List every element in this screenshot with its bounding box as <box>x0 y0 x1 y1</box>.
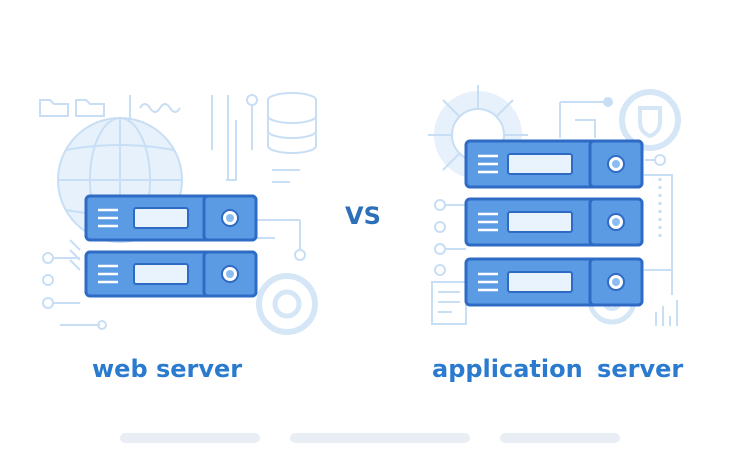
database-icon <box>267 92 317 154</box>
server-unit <box>84 250 258 298</box>
faint-bottom-band <box>500 433 620 443</box>
vs-label: VS <box>345 202 381 230</box>
application-server-caption: application server <box>432 355 684 383</box>
web-server-illustration <box>39 92 318 335</box>
faint-bottom-band <box>290 433 470 443</box>
server-unit <box>84 194 258 242</box>
circuit-lines <box>559 97 673 295</box>
web-server-caption: web server <box>92 355 243 383</box>
connector-dots <box>42 239 107 330</box>
application-server-illustration <box>428 85 681 326</box>
document-icon <box>431 281 467 325</box>
folder-icon <box>39 99 105 117</box>
circuit-lines <box>129 94 258 181</box>
server-unit <box>464 197 644 247</box>
faint-bottom-band <box>120 433 260 443</box>
target-icon <box>256 273 318 335</box>
connector-dots <box>434 199 466 276</box>
server-unit <box>464 139 644 189</box>
circuit-lines <box>255 169 306 261</box>
chart-icon <box>655 300 678 326</box>
shield-icon <box>619 89 681 151</box>
wave-decor <box>139 103 181 113</box>
server-unit <box>464 257 644 307</box>
